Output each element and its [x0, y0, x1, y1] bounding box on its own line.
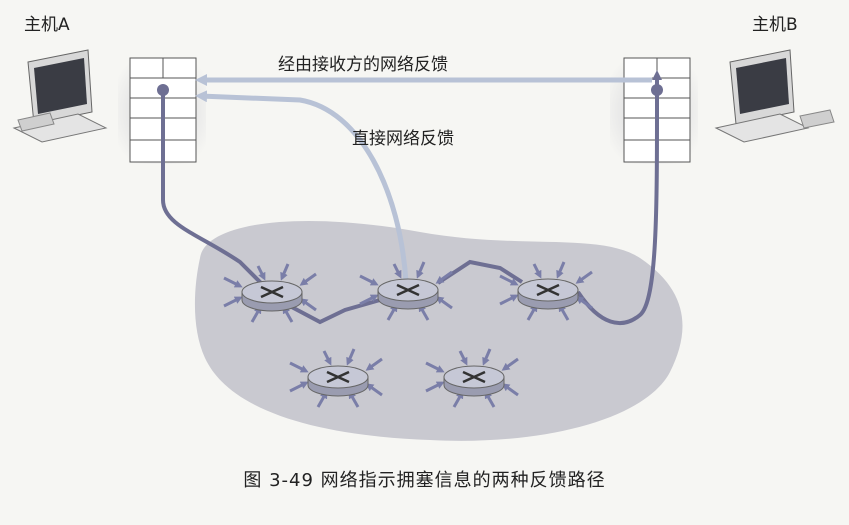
host-a-computer-icon	[12, 49, 108, 143]
router-icon	[499, 261, 593, 321]
direct-feedback-label: 直接网络反馈	[352, 129, 454, 149]
router-icon	[289, 348, 383, 408]
figure-caption: 图 3-49 网络指示拥塞信息的两种反馈路径	[243, 470, 606, 491]
receiver-feedback-label: 经由接收方的网络反馈	[278, 55, 448, 75]
host-a-label: 主机A	[24, 15, 70, 35]
host-b-label: 主机B	[752, 15, 798, 35]
network-cloud	[194, 220, 683, 441]
router-icon	[223, 263, 317, 323]
router-icon	[359, 261, 453, 321]
data-path	[161, 74, 657, 325]
router-icon	[425, 348, 519, 408]
host-b-computer-icon	[714, 49, 835, 143]
direct-feedback-path	[195, 90, 409, 283]
